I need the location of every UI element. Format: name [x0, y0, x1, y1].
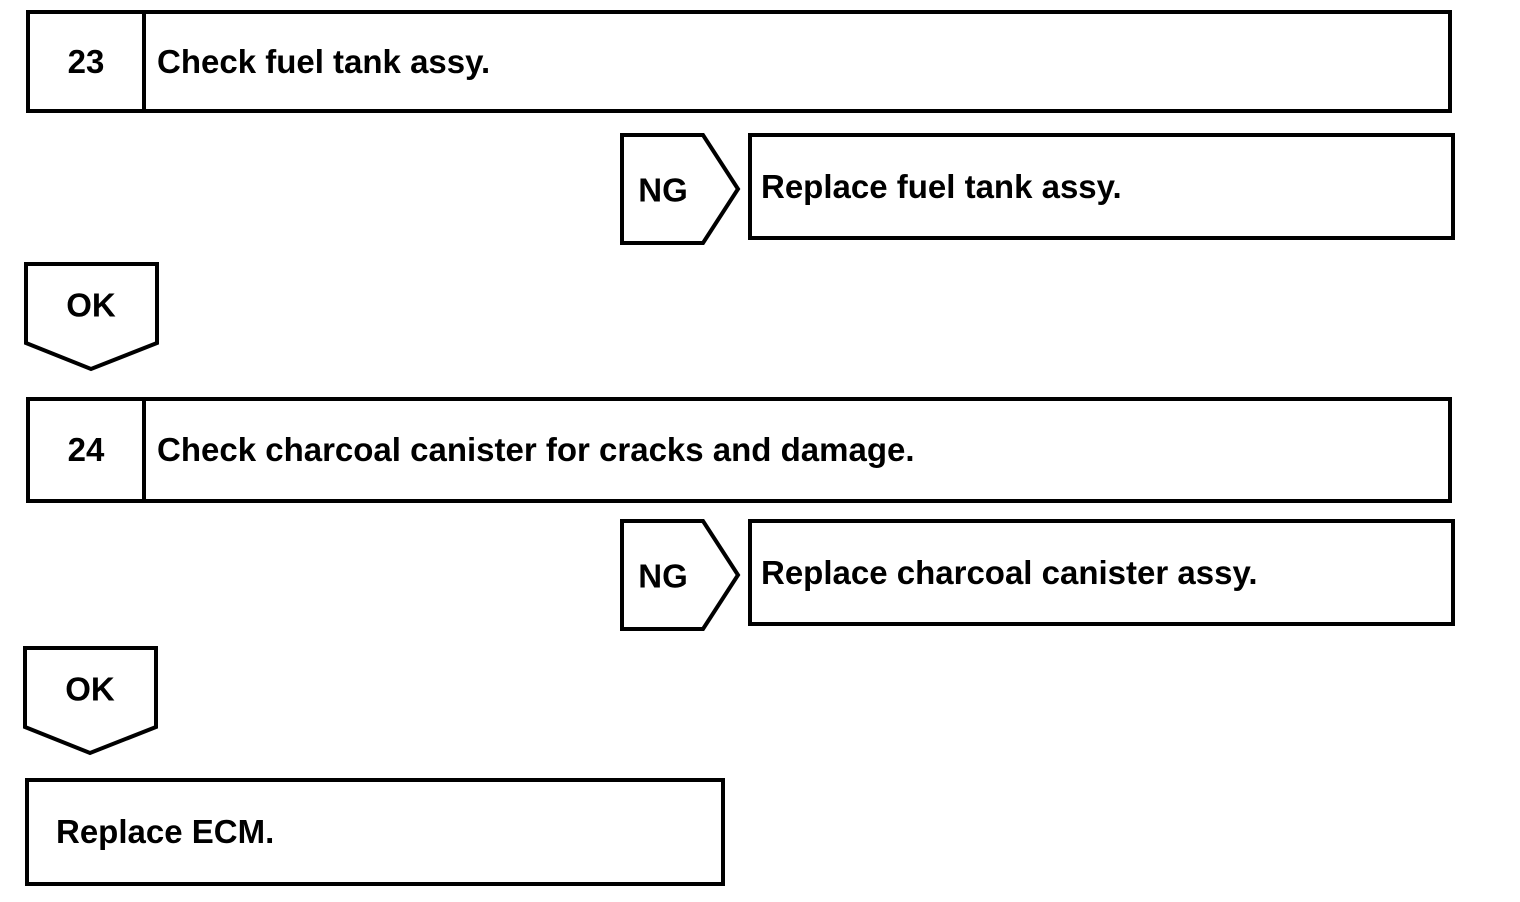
step-instruction: Check charcoal canister for cracks and d… [157, 431, 915, 468]
ng-action-label: Replace fuel tank assy. [761, 167, 1122, 205]
ng-label: NG [638, 172, 688, 209]
ok-pentagon-icon: OK [23, 646, 158, 756]
step-number: 23 [30, 14, 146, 109]
final-action-label: Replace ECM. [56, 813, 275, 850]
ok-label: OK [65, 671, 115, 708]
ng-action-label: Replace charcoal canister assy. [761, 553, 1258, 591]
step-box-24: 24 Check charcoal canister for cracks an… [26, 397, 1452, 503]
step-box-23: 23 Check fuel tank assy. [26, 10, 1452, 113]
step-instruction: Check fuel tank assy. [157, 42, 491, 80]
ng-action-box: Replace fuel tank assy. [748, 133, 1455, 240]
ng-pentagon-icon: NG [620, 519, 741, 631]
ng-pentagon-icon: NG [620, 133, 741, 245]
ok-pentagon-icon: OK [24, 262, 159, 372]
ok-label: OK [66, 287, 116, 324]
step-number: 24 [30, 401, 146, 499]
ng-label: NG [638, 558, 688, 595]
ng-action-box: Replace charcoal canister assy. [748, 519, 1455, 626]
final-action-box: Replace ECM. [25, 778, 725, 886]
